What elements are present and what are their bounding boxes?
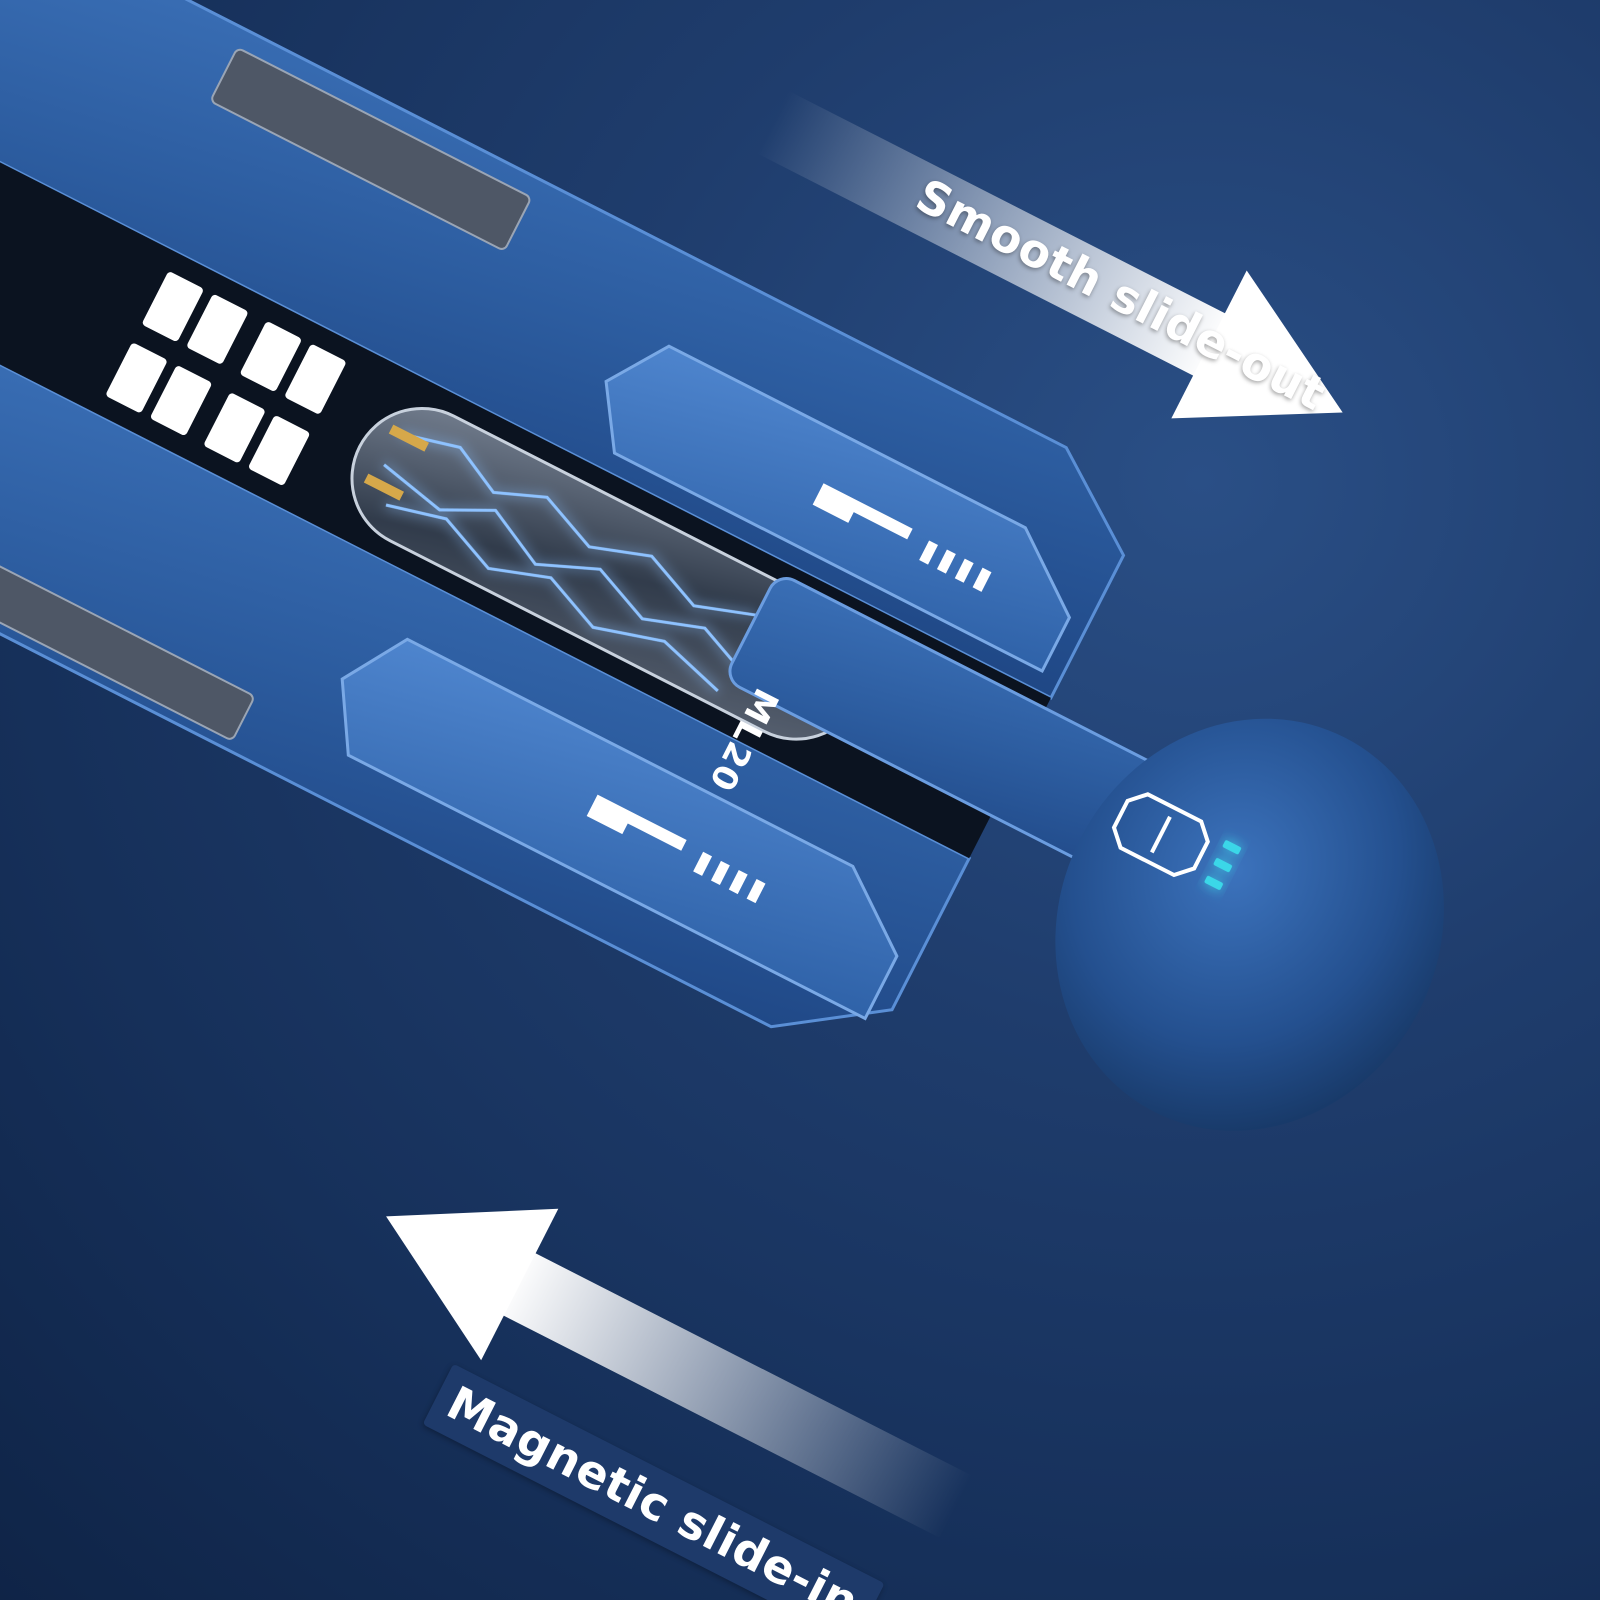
earbud-logo-icon [1111,792,1210,878]
slide-in-arrow-icon [386,1208,973,1539]
earbud [728,577,1444,1131]
lightning-effect [383,432,757,692]
led-dots-icon [1204,840,1242,890]
battery-bars-icon [586,794,766,904]
slide-out-arrow-icon [756,90,1343,419]
battery-bars-icon [812,483,992,592]
digital-display [106,272,346,485]
earbud-tip [1055,718,1444,1131]
charging-case [0,0,1126,1029]
